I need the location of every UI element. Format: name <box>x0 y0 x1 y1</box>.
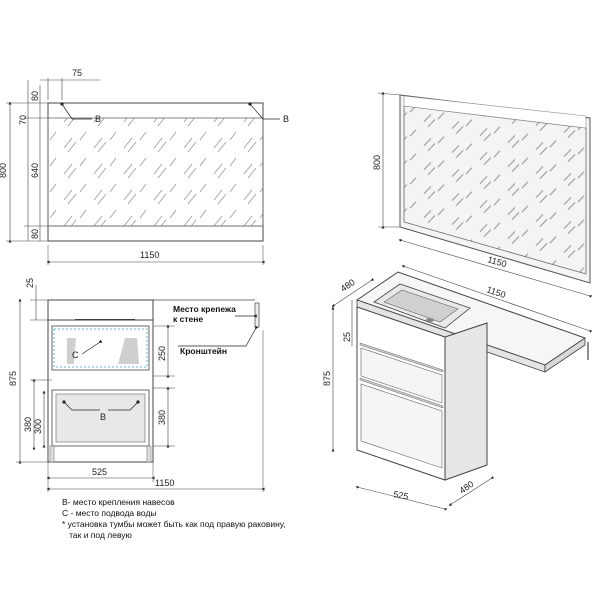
dim-cabinet-iso-25: 25 <box>342 332 352 342</box>
dim-cabinet-525: 525 <box>92 467 107 477</box>
note-1: B- место крепления навесов <box>62 497 175 507</box>
bracket <box>254 302 260 328</box>
mark-c: C <box>72 350 79 360</box>
note-3: * установка тумбы может быть как под пра… <box>62 519 286 529</box>
dim-cabinet-380-left: 380 <box>23 417 33 432</box>
cabinet-front-view: C B Место крепежа к стене Кронштейн 25 8… <box>8 278 265 492</box>
dim-cabinet-iso-480-top: 480 <box>339 277 357 294</box>
dim-mirror-80-top: 80 <box>30 91 40 101</box>
dim-cabinet-300: 300 <box>33 419 43 434</box>
dim-cabinet-iso-480-bottom: 480 <box>457 479 475 496</box>
dim-mirror-640: 640 <box>30 163 40 178</box>
dim-mirror-iso-800: 800 <box>372 155 382 170</box>
dim-cabinet-875: 875 <box>8 371 18 386</box>
dim-cabinet-1150: 1150 <box>155 478 174 488</box>
dim-mirror-800: 800 <box>0 163 8 178</box>
dim-mirror-1150: 1150 <box>140 250 159 260</box>
dim-mirror-70: 70 <box>18 115 28 125</box>
mirror-glass <box>47 117 264 227</box>
dim-mirror-80-bottom: 80 <box>30 229 40 239</box>
mirror-iso-view: 800 1150 <box>372 91 592 298</box>
dim-cabinet-iso-1150: 1150 <box>485 284 507 300</box>
label-bracket: Кронштейн <box>180 346 227 356</box>
dim-cabinet-25: 25 <box>25 278 35 288</box>
mirror-front-view: B B 75 800 80 70 640 80 1150 <box>0 68 289 265</box>
dim-cabinet-250: 250 <box>157 346 167 361</box>
notes: B- место крепления навесов С - место под… <box>62 497 286 541</box>
cabinet-iso-view: 480 1150 25 875 525 480 <box>322 265 592 511</box>
label-mount-line2: к стене <box>173 314 203 324</box>
mark-b2: B <box>283 114 289 124</box>
note-4: так и под левую <box>62 530 132 540</box>
dim-cabinet-380-right: 380 <box>157 410 167 425</box>
dim-cabinet-iso-875: 875 <box>322 371 332 386</box>
note-2: С - место подвода воды <box>62 508 157 518</box>
dim-mirror-75: 75 <box>72 68 82 78</box>
dim-cabinet-iso-525: 525 <box>393 489 410 501</box>
mark-b1: B <box>95 114 101 124</box>
label-mount-line1: Место крепежа <box>173 304 236 314</box>
mark-b-cabinet: B <box>100 412 106 422</box>
